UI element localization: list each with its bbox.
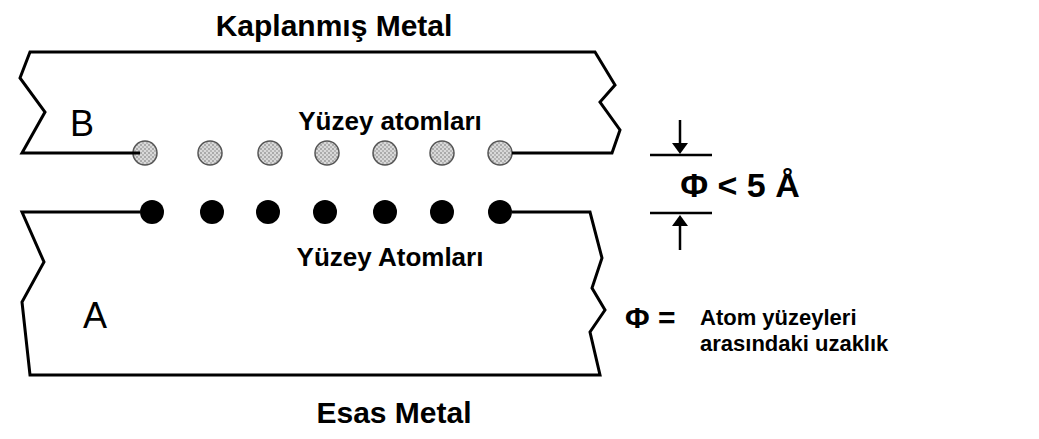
metal-outline-path [20,52,620,153]
part-letter: B [70,104,94,144]
symbol-definition: Φ = [625,300,675,336]
definition-text: Atom yüzeyleri arasındaki uzaklık [700,305,930,358]
base-atoms [140,200,512,224]
metal-block: Kaplanmış MetalB Yüzey atomları [10,5,635,165]
surface-label: Yüzey Atomları [297,243,484,272]
metal-block: Yüzey AtomlarıA Esas Metal [10,198,635,436]
surface-label: Yüzey atomları [298,107,482,136]
part-letter: A [83,296,107,336]
metal-outline-path [22,212,605,375]
coating-atoms [133,141,512,165]
gap-dimension: Φ < 5 Å [680,165,800,206]
base-title: Esas Metal [316,396,471,429]
coating-title: Kaplanmış Metal [216,9,453,42]
